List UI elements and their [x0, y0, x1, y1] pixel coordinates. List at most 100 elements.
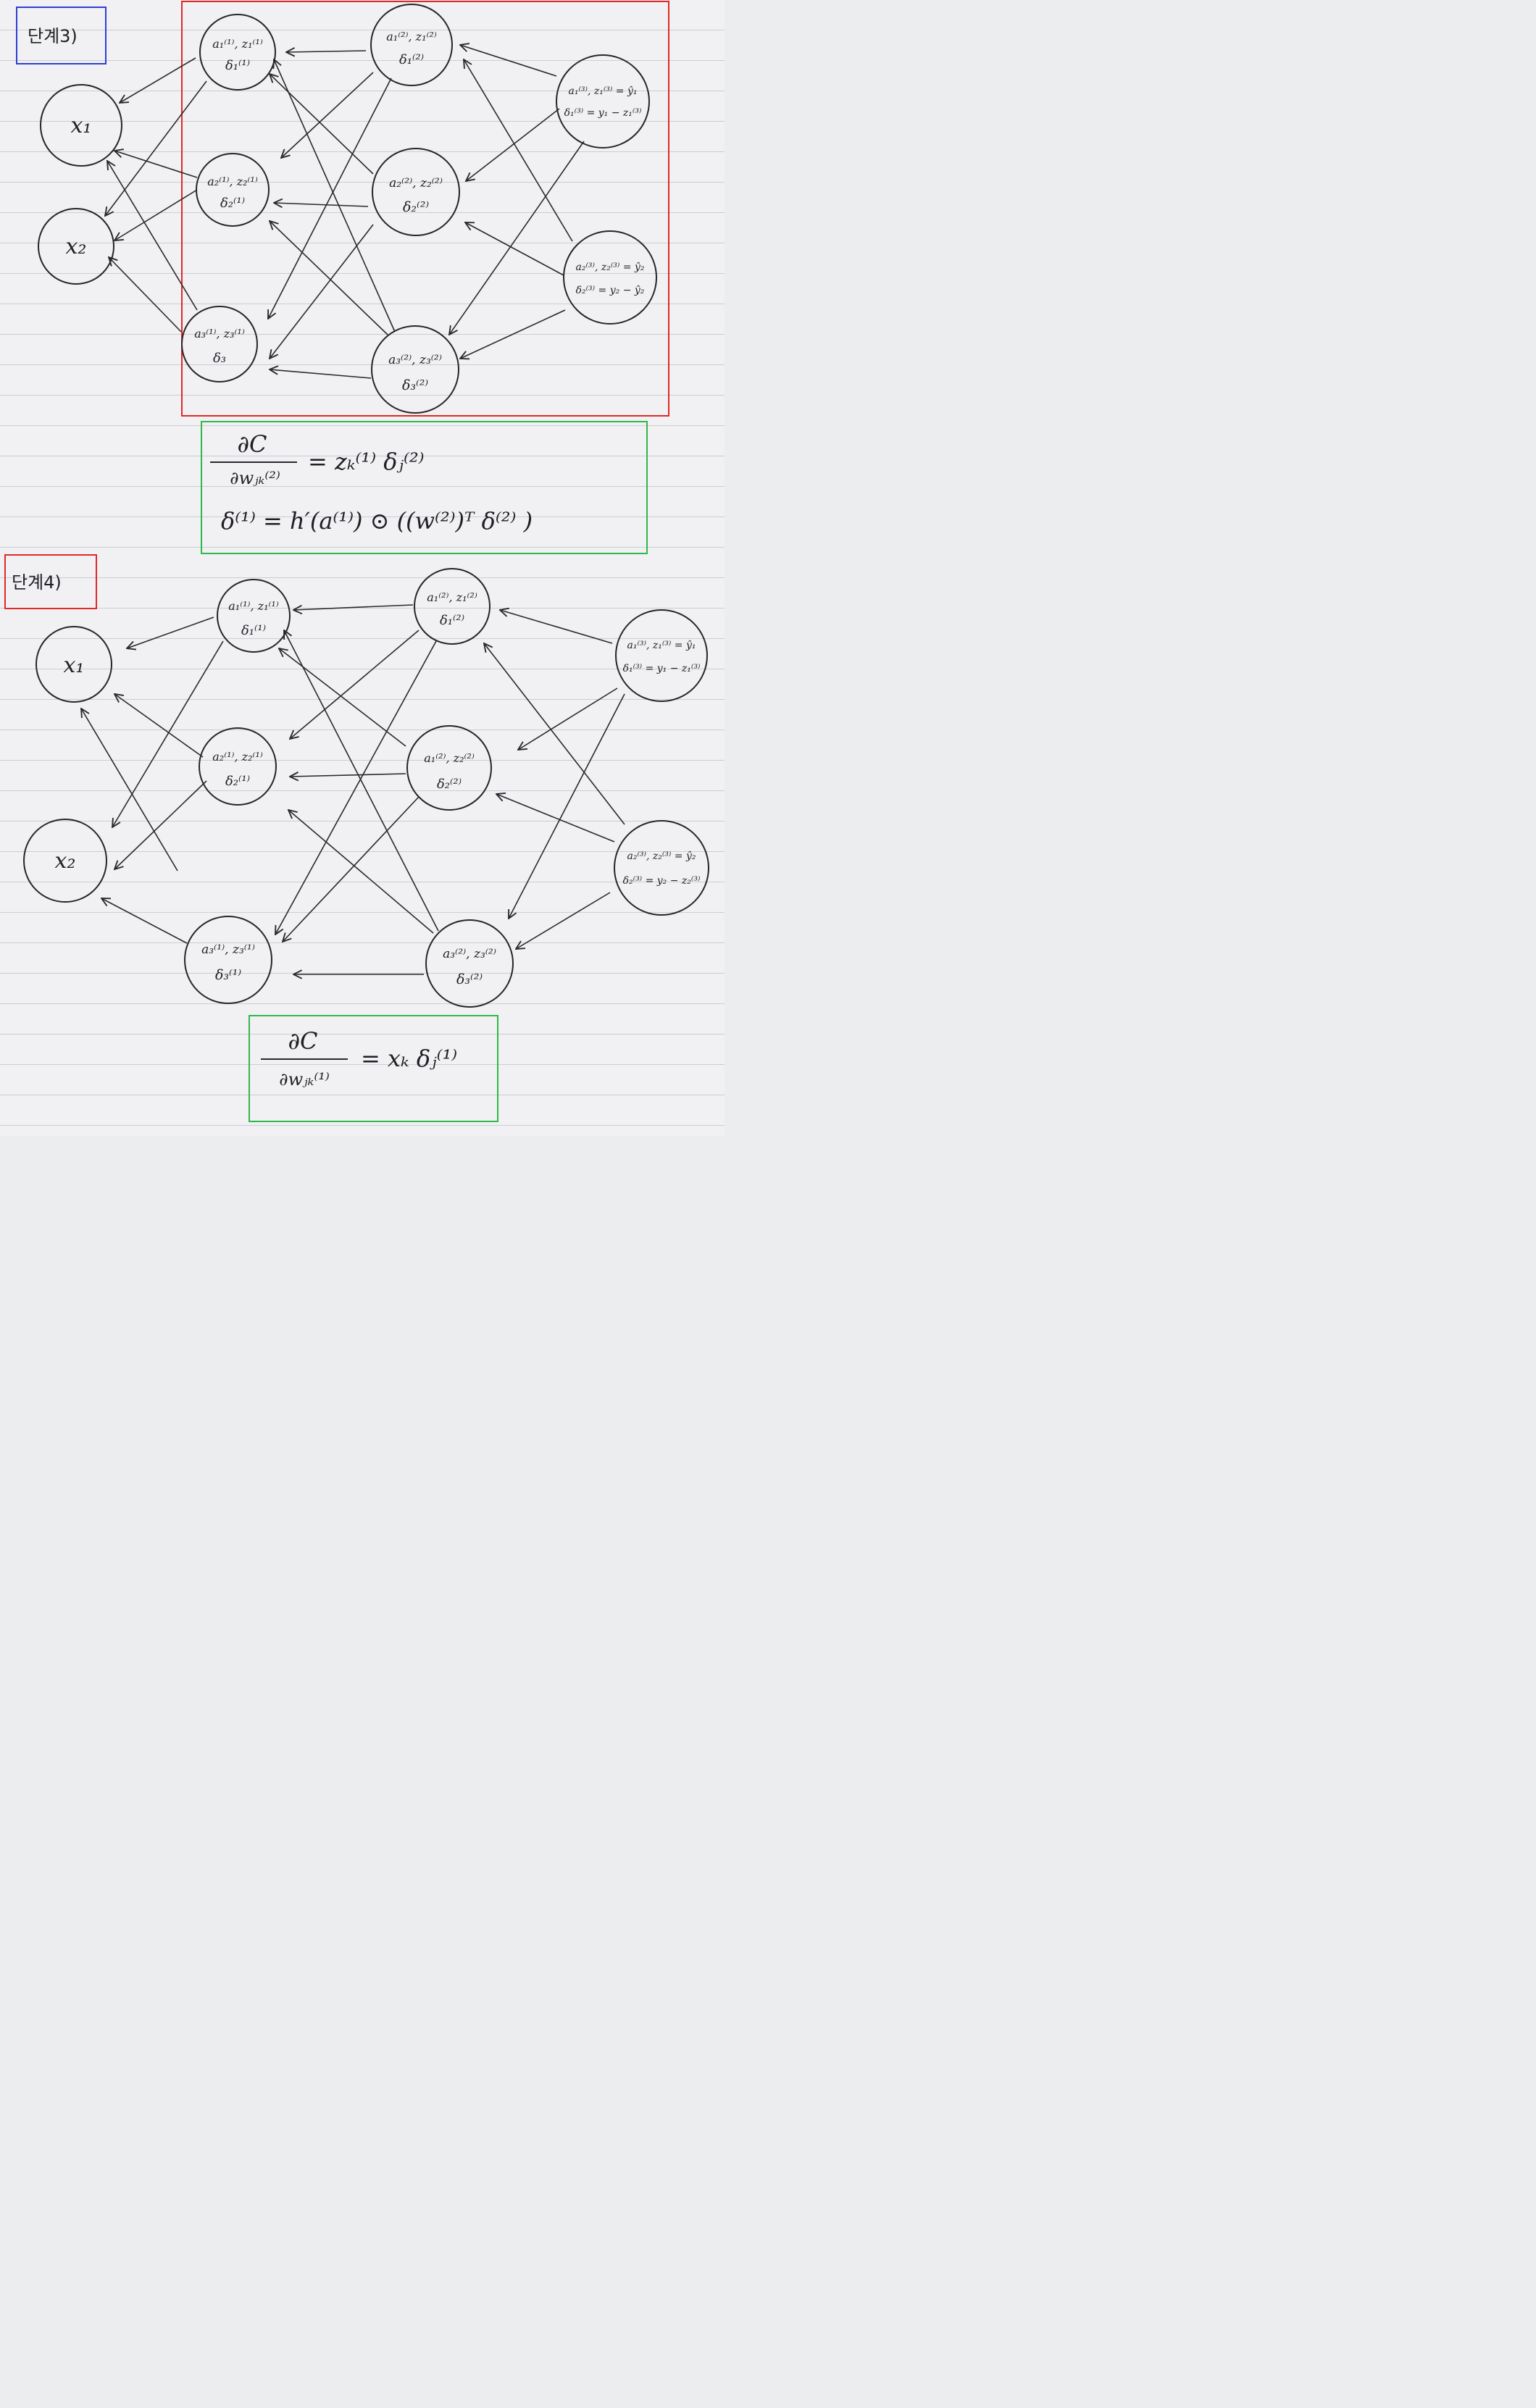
- edge: [270, 74, 374, 175]
- stage3-output-node-2: a₂⁽³⁾, z₂⁽³⁾ = ŷ₂ δ₂⁽³⁾ = y₂ − ŷ₂: [563, 230, 657, 325]
- svg-text:δ₁⁽¹⁾: δ₁⁽¹⁾: [225, 58, 250, 73]
- edge: [449, 141, 585, 335]
- svg-text:δ₂⁽²⁾: δ₂⁽²⁾: [437, 777, 462, 792]
- edge: [270, 369, 372, 379]
- edge: [484, 643, 625, 825]
- svg-text:∂wⱼₖ⁽¹⁾: ∂wⱼₖ⁽¹⁾: [279, 1069, 330, 1090]
- svg-text:∂C: ∂C: [288, 1027, 317, 1055]
- stage3-hidden2-node-2: a₂⁽²⁾, z₂⁽²⁾ δ₂⁽²⁾: [372, 148, 460, 236]
- edge: [516, 892, 611, 949]
- stage4-output-node-1: a₁⁽³⁾, z₁⁽³⁾ = ŷ₁ δ₁⁽³⁾ = y₁ − z₁⁽³⁾: [615, 609, 708, 702]
- svg-text:δ₃⁽¹⁾: δ₃⁽¹⁾: [215, 967, 241, 983]
- stage4-hidden2-node-2: a₁⁽²⁾, z₂⁽²⁾ δ₂⁽²⁾: [406, 725, 492, 811]
- stage3-hidden2-node-3: a₃⁽²⁾, z₃⁽²⁾ δ₃⁽²⁾: [371, 325, 459, 414]
- edge: [279, 648, 406, 747]
- stage3-network-box: [181, 1, 669, 417]
- stage4-label-box: [4, 554, 97, 609]
- edge: [127, 616, 214, 648]
- stage4-hidden1-node-3: a₃⁽¹⁾, z₃⁽¹⁾ δ₃⁽¹⁾: [184, 916, 272, 1004]
- svg-text:δ₃⁽²⁾: δ₃⁽²⁾: [402, 377, 428, 393]
- stage3-formula-box: [201, 421, 648, 554]
- svg-text:a₁⁽¹⁾, z₁⁽¹⁾: a₁⁽¹⁾, z₁⁽¹⁾: [212, 37, 263, 51]
- edge: [109, 257, 182, 333]
- edge: [500, 610, 613, 644]
- svg-text:δ₁⁽²⁾: δ₁⁽²⁾: [440, 613, 464, 628]
- svg-text:x₁: x₁: [71, 113, 92, 138]
- svg-text:= xₖ δⱼ⁽¹⁾: = xₖ δⱼ⁽¹⁾: [361, 1045, 457, 1072]
- edge: [274, 203, 369, 206]
- svg-text:a₁⁽²⁾, z₁⁽²⁾: a₁⁽²⁾, z₁⁽²⁾: [386, 30, 437, 43]
- stage4-edges: [81, 604, 625, 974]
- edge: [465, 222, 564, 276]
- edge: [509, 693, 625, 919]
- stage3-delta-formula: δ⁽¹⁾ = h′(a⁽¹⁾) ⊙ ((w⁽²⁾)ᵀ δ⁽²⁾ ): [221, 507, 533, 535]
- svg-text:a₁⁽³⁾, z₁⁽³⁾ = ŷ₁: a₁⁽³⁾, z₁⁽³⁾ = ŷ₁: [569, 85, 638, 97]
- edge: [112, 640, 224, 827]
- stage4-hidden2-node-1: a₁⁽²⁾, z₁⁽²⁾ δ₁⁽²⁾: [414, 568, 491, 645]
- svg-text:a₂⁽³⁾, z₂⁽³⁾ = ŷ₂: a₂⁽³⁾, z₂⁽³⁾ = ŷ₂: [576, 261, 645, 273]
- edge: [270, 221, 388, 335]
- edge: [466, 108, 560, 181]
- stage3-output-node-1: a₁⁽³⁾, z₁⁽³⁾ = ŷ₁ δ₁⁽³⁾ = y₁ − z₁⁽³⁾: [556, 54, 650, 149]
- edge: [114, 151, 198, 178]
- stage3-edges: [105, 45, 585, 379]
- stage3-label: 단계3): [28, 26, 78, 46]
- svg-text:a₃⁽¹⁾, z₃⁽¹⁾: a₃⁽¹⁾, z₃⁽¹⁾: [201, 942, 255, 957]
- stage3-hidden1-node-1: a₁⁽¹⁾, z₁⁽¹⁾ δ₁⁽¹⁾: [199, 14, 276, 91]
- svg-text:a₁⁽²⁾, z₁⁽²⁾: a₁⁽²⁾, z₁⁽²⁾: [427, 590, 477, 604]
- edge: [496, 794, 615, 843]
- stage3-section: 단계3): [16, 1, 669, 554]
- stage3-label-box: [16, 7, 107, 64]
- stage3-hidden2-node-1: a₁⁽²⁾, z₁⁽²⁾ δ₁⁽²⁾: [370, 4, 453, 86]
- svg-text:∂wⱼₖ⁽²⁾: ∂wⱼₖ⁽²⁾: [230, 468, 280, 488]
- edge: [288, 810, 434, 934]
- svg-text:a₃⁽²⁾, z₃⁽²⁾: a₃⁽²⁾, z₃⁽²⁾: [388, 353, 442, 367]
- stage4-input-x2: x₂: [23, 819, 107, 903]
- edge: [81, 708, 178, 871]
- edge: [114, 780, 207, 869]
- svg-text:= zₖ⁽¹⁾ δⱼ⁽²⁾: = zₖ⁽¹⁾ δⱼ⁽²⁾: [308, 448, 425, 475]
- svg-text:δ₁⁽¹⁾: δ₁⁽¹⁾: [241, 623, 266, 638]
- svg-text:x₂: x₂: [66, 234, 87, 259]
- edge: [105, 80, 207, 216]
- edge: [293, 604, 414, 610]
- edge: [286, 51, 367, 52]
- svg-text:δ₂⁽²⁾: δ₂⁽²⁾: [403, 199, 429, 215]
- backprop-diagram: 단계3): [4, 1, 709, 1122]
- edge: [460, 309, 566, 359]
- edge: [284, 630, 439, 932]
- edge: [270, 224, 374, 359]
- edge: [120, 57, 196, 103]
- svg-text:a₁⁽¹⁾, z₁⁽¹⁾: a₁⁽¹⁾, z₁⁽¹⁾: [228, 599, 279, 613]
- svg-text:δ₁⁽³⁾ = y₁ − z₁⁽³⁾: δ₁⁽³⁾ = y₁ − z₁⁽³⁾: [564, 107, 642, 119]
- stage3-hidden1-node-3: a₃⁽¹⁾, z₃⁽¹⁾ δ₃: [181, 306, 258, 382]
- stage4-label: 단계4): [12, 572, 62, 593]
- svg-text:a₁⁽³⁾, z₁⁽³⁾ = ŷ₁: a₁⁽³⁾, z₁⁽³⁾ = ŷ₁: [627, 639, 696, 651]
- edge: [268, 78, 392, 319]
- edge: [460, 45, 557, 77]
- stage4-hidden1-node-2: a₂⁽¹⁾, z₂⁽¹⁾ δ₂⁽¹⁾: [199, 727, 277, 806]
- stage4-output-node-2: a₂⁽³⁾, z₂⁽³⁾ = ŷ₂ δ₂⁽³⁾ = y₂ − z₂⁽³⁾: [614, 820, 709, 916]
- svg-text:a₂⁽¹⁾, z₂⁽¹⁾: a₂⁽¹⁾, z₂⁽¹⁾: [212, 750, 263, 764]
- stage4-gradient-formula: ∂C ∂wⱼₖ⁽¹⁾ = xₖ δⱼ⁽¹⁾: [261, 1027, 457, 1090]
- stage4-hidden1-node-1: a₁⁽¹⁾, z₁⁽¹⁾ δ₁⁽¹⁾: [217, 579, 291, 653]
- svg-text:δ₂⁽¹⁾: δ₂⁽¹⁾: [225, 774, 250, 789]
- edge: [107, 161, 198, 311]
- stage4-input-x1: x₁: [36, 626, 112, 703]
- svg-text:a₃⁽¹⁾, z₃⁽¹⁾: a₃⁽¹⁾, z₃⁽¹⁾: [194, 327, 245, 340]
- svg-text:δ₁⁽³⁾ = y₁ − z₁⁽³⁾: δ₁⁽³⁾ = y₁ − z₁⁽³⁾: [623, 663, 701, 674]
- stage3-gradient-formula: ∂C ∂wⱼₖ⁽²⁾ = zₖ⁽¹⁾ δⱼ⁽²⁾: [210, 430, 425, 488]
- svg-text:δ₃⁽²⁾: δ₃⁽²⁾: [456, 971, 483, 987]
- stage4-formula-box: [249, 1015, 498, 1122]
- stage3-hidden1-node-2: a₂⁽¹⁾, z₂⁽¹⁾ δ₂⁽¹⁾: [196, 153, 270, 227]
- stage4-section: 단계4): [4, 554, 709, 1122]
- stage4-hidden2-node-3: a₃⁽²⁾, z₃⁽²⁾ δ₃⁽²⁾: [425, 919, 514, 1008]
- notebook-page: 단계3): [0, 0, 725, 1136]
- edge: [114, 189, 198, 241]
- edge: [290, 630, 420, 739]
- svg-text:a₂⁽¹⁾, z₂⁽¹⁾: a₂⁽¹⁾, z₂⁽¹⁾: [207, 175, 258, 188]
- svg-text:x₂: x₂: [55, 848, 76, 874]
- edge: [464, 59, 573, 242]
- svg-text:a₃⁽²⁾, z₃⁽²⁾: a₃⁽²⁾, z₃⁽²⁾: [443, 947, 496, 961]
- stage3-input-x2: x₂: [38, 208, 114, 285]
